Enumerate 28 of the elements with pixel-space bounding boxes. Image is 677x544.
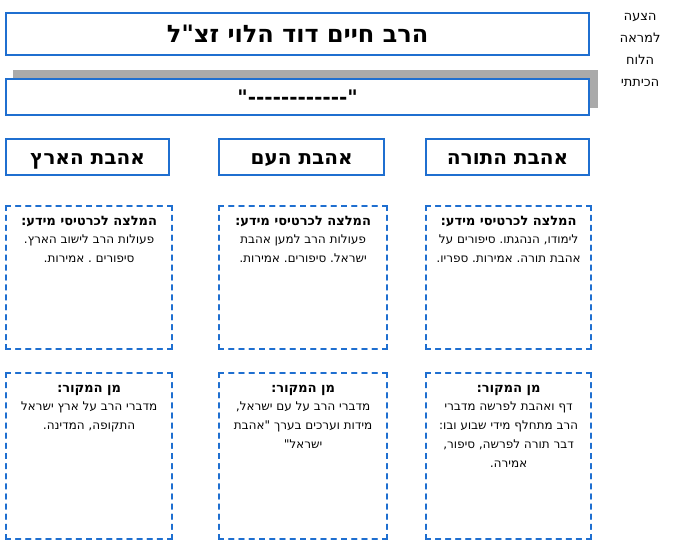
info-card: [218, 205, 388, 350]
info-card: [218, 372, 388, 540]
card-heading: המלצה לכרטיסי מידע:: [21, 213, 157, 230]
category-header-box: [5, 138, 170, 176]
card-heading: המלצה לכרטיסי מידע:: [235, 213, 371, 230]
header-text: אהבת העם: [250, 145, 353, 169]
title-text: הרב חיים דוד הלוי זצ"ל: [166, 20, 428, 48]
card-text: מדברי הרב על ארץ ישראל התקופה, המדינה.: [20, 398, 158, 434]
side-note: הצעה למראה הלוח הכיתתי: [618, 8, 662, 92]
info-card: [5, 205, 173, 350]
info-card: [425, 372, 592, 540]
subtitle-text: "------------": [237, 85, 358, 109]
card-text: פעולות הרב לישוב הארץ. סיפורים . אמירות.: [22, 231, 156, 267]
card-heading: מן המקור:: [271, 380, 335, 397]
card-heading: מן המקור:: [57, 380, 121, 397]
card-text: לימודו, הנהגתו. סיפורים על אהבת תורה. אמירות. ספריו.: [435, 231, 582, 267]
card-text: פעולות הרב למען אהבת ישראל. סיפורים. אמירות.: [238, 231, 368, 267]
info-card: [5, 372, 173, 540]
header-text: אהבת התורה: [446, 145, 568, 169]
header-text: אהבת הארץ: [30, 145, 145, 169]
category-header-box: [425, 138, 590, 176]
card-text: מדברי הרב על עם ישראל, מידות וערכים בערך "אהבת ישראל": [232, 398, 374, 453]
title-box: [5, 12, 590, 56]
card-heading: המלצה לכרטיסי מידע:: [440, 213, 576, 230]
card-text: דף ואהבת לפרשה מדברי הרב מתחלף מידי שבוע ובו: דבר תורה לפרשה, סיפור, אמירה.: [438, 398, 579, 472]
category-header-box: [218, 138, 385, 176]
info-card: [425, 205, 592, 350]
card-heading: מן המקור:: [476, 380, 540, 397]
